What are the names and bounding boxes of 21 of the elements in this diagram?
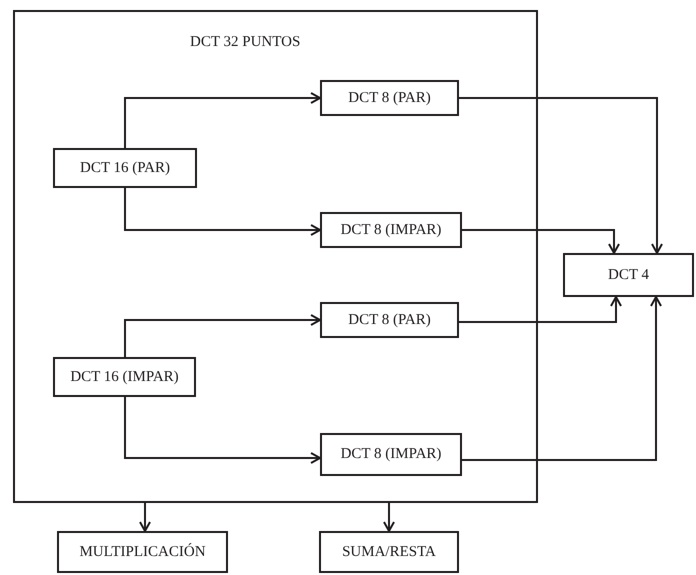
process-box: DCT 16 (IMPAR)	[53, 357, 196, 397]
process-box: DCT 8 (PAR)	[320, 80, 459, 116]
group-title: DCT 32 PUNTOS	[190, 34, 300, 51]
arrow	[462, 296, 662, 461]
process-box: DCT 16 (PAR)	[53, 148, 197, 188]
arrow	[124, 397, 321, 464]
process-box: DCT 8 (IMPAR)	[320, 212, 462, 248]
process-box: DCT 4	[563, 253, 694, 297]
group-box	[13, 10, 538, 503]
arrow	[124, 92, 321, 148]
process-box: MULTIPLICACIÓN	[57, 531, 228, 573]
process-box: SUMA/RESTA	[319, 531, 459, 573]
process-box: DCT 8 (IMPAR)	[320, 433, 462, 476]
process-box: DCT 8 (PAR)	[320, 302, 459, 338]
arrow	[462, 229, 620, 254]
arrow	[383, 503, 395, 532]
arrow	[139, 503, 151, 532]
arrow	[124, 188, 321, 236]
arrow	[124, 314, 321, 357]
arrow	[459, 97, 663, 254]
arrow	[459, 296, 622, 323]
